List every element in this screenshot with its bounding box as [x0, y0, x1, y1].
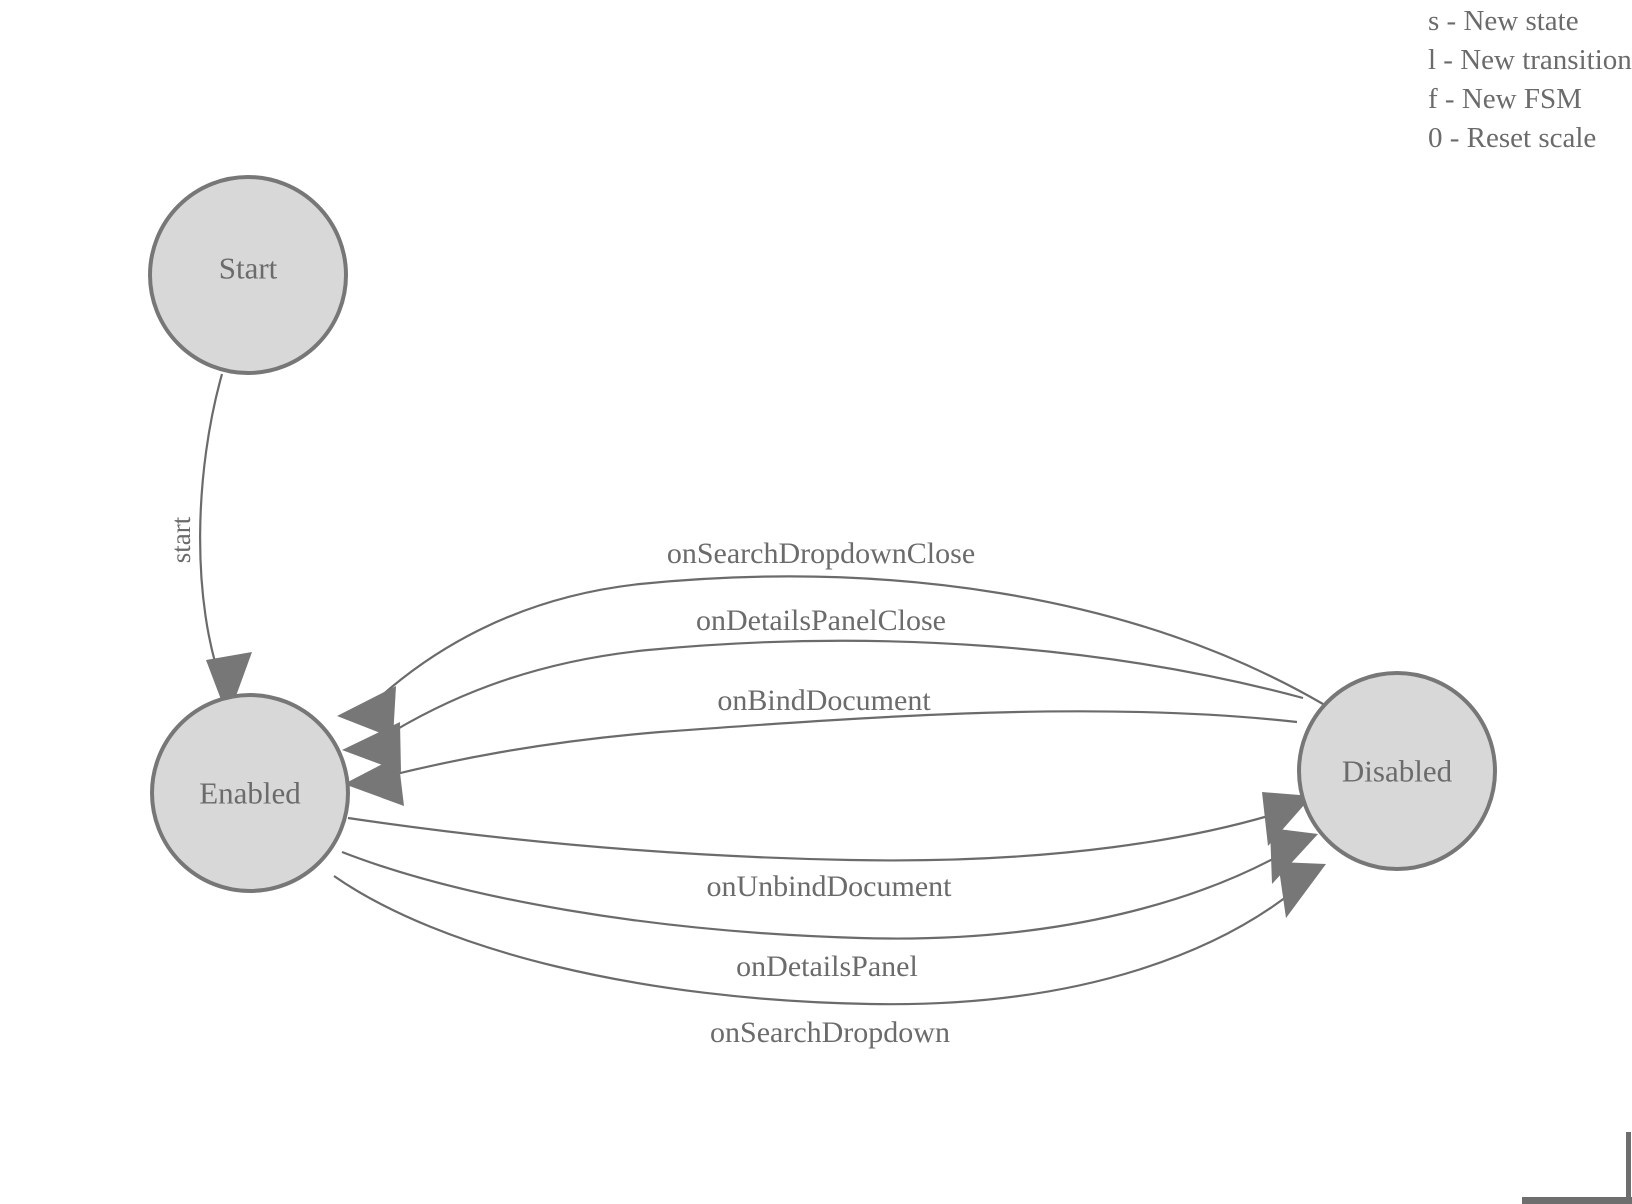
- edge-label-ondetailspanelclose: onDetailsPanelClose: [696, 604, 946, 637]
- edge-enabled-to-disabled-onunbinddocument[interactable]: [347, 792, 1312, 862]
- edge-label-ondetailspanel: onDetailsPanel: [736, 950, 918, 983]
- node-start[interactable]: Start: [148, 175, 348, 375]
- edge-label-onsearchdropdown: onSearchDropdown: [710, 1016, 950, 1049]
- node-enabled-label: Enabled: [199, 776, 301, 811]
- node-disabled-circle[interactable]: [1297, 671, 1497, 871]
- edge-enabled-to-disabled-onsearchdropdown[interactable]: [333, 862, 1326, 1006]
- edge-path: [371, 710, 1298, 782]
- edge-path: [347, 804, 1301, 862]
- edge-arrowhead: [206, 652, 252, 718]
- edge-path: [341, 839, 1307, 940]
- edge-path: [364, 575, 1324, 712]
- edge-label-onsearchdropdownclose: onSearchDropdownClose: [667, 537, 975, 570]
- vertical-scrollbar[interactable]: [1618, 1132, 1632, 1204]
- edge-disabled-to-enabled-ondetailspanelclose[interactable]: [342, 639, 1304, 772]
- edge-disabled-to-enabled-onbinddocument[interactable]: [344, 710, 1298, 806]
- edge-arrowhead: [344, 756, 404, 806]
- edge-arrowhead: [1278, 862, 1326, 918]
- node-disabled-label: Disabled: [1342, 754, 1453, 789]
- edge-disabled-to-enabled-onsearchdropdownclose[interactable]: [337, 575, 1324, 738]
- edge-path: [369, 639, 1304, 747]
- edge-arrowhead: [342, 722, 401, 772]
- edge-label-onunbinddocument: onUnbindDocument: [707, 870, 953, 903]
- node-start-label: Start: [219, 251, 278, 286]
- node-disabled[interactable]: Disabled: [1297, 671, 1497, 871]
- edge-arrowhead: [337, 686, 396, 738]
- horizontal-scrollbar[interactable]: [1512, 1196, 1632, 1204]
- node-start-circle[interactable]: [148, 175, 348, 375]
- horizontal-scrollbar-thumb[interactable]: [1522, 1197, 1632, 1204]
- node-enabled-circle[interactable]: [150, 693, 350, 893]
- edge-label-onbinddocument: onBindDocument: [717, 684, 931, 717]
- edge-start-to-enabled[interactable]: [199, 373, 252, 718]
- edge-label-start: start: [166, 516, 196, 563]
- node-enabled[interactable]: Enabled: [150, 693, 350, 893]
- edge-path: [199, 373, 226, 691]
- edge-path: [333, 871, 1317, 1006]
- vertical-scrollbar-thumb[interactable]: [1626, 1132, 1631, 1198]
